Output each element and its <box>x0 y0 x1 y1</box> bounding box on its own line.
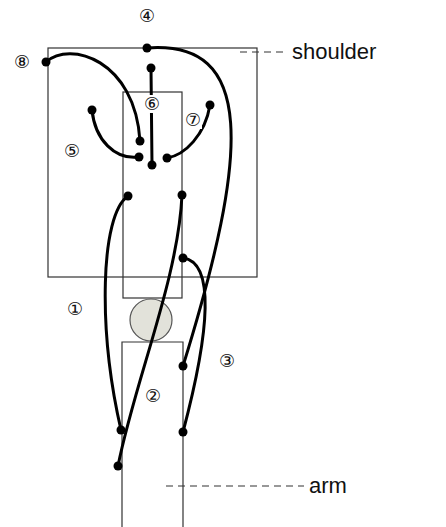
callout-number: ④ <box>138 7 156 25</box>
callout-number: ⑥ <box>143 95 161 113</box>
muscle-curve <box>105 196 128 430</box>
attachment-dot <box>117 426 126 435</box>
attachment-dot <box>178 191 187 200</box>
joint-circle <box>130 299 172 341</box>
arm-outline <box>122 342 183 527</box>
muscle-curve <box>118 195 182 466</box>
leader-line <box>166 485 304 486</box>
attachment-dot <box>179 362 188 371</box>
attachment-dot <box>206 101 215 110</box>
part-label: shoulder <box>291 41 377 63</box>
attachment-dot <box>147 64 156 73</box>
attachment-dot <box>136 137 145 146</box>
leader-line <box>240 51 287 52</box>
shoulder-outline <box>48 48 257 277</box>
attachment-dot <box>88 106 97 115</box>
attachment-dot <box>143 44 152 53</box>
attachment-dot <box>42 58 51 67</box>
callout-number: ③ <box>218 352 236 370</box>
callout-number: ⑧ <box>13 53 31 71</box>
attachment-dot <box>148 161 157 170</box>
callout-number: ⑤ <box>63 142 81 160</box>
muscle-curve <box>183 258 205 432</box>
attachment-dot <box>179 428 188 437</box>
muscle-curve <box>46 54 140 141</box>
part-label: arm <box>308 475 348 497</box>
attachment-dot <box>114 462 123 471</box>
callout-number: ⑦ <box>184 111 202 129</box>
callout-number: ① <box>66 300 84 318</box>
callout-number: ② <box>144 387 162 405</box>
attachment-dot <box>135 153 144 162</box>
attachment-dot <box>179 254 188 263</box>
attachment-dot <box>163 154 172 163</box>
muscle-curve <box>167 105 210 158</box>
muscle-curve <box>92 110 139 157</box>
muscle-curve <box>151 68 152 165</box>
attachment-dot <box>124 192 133 201</box>
